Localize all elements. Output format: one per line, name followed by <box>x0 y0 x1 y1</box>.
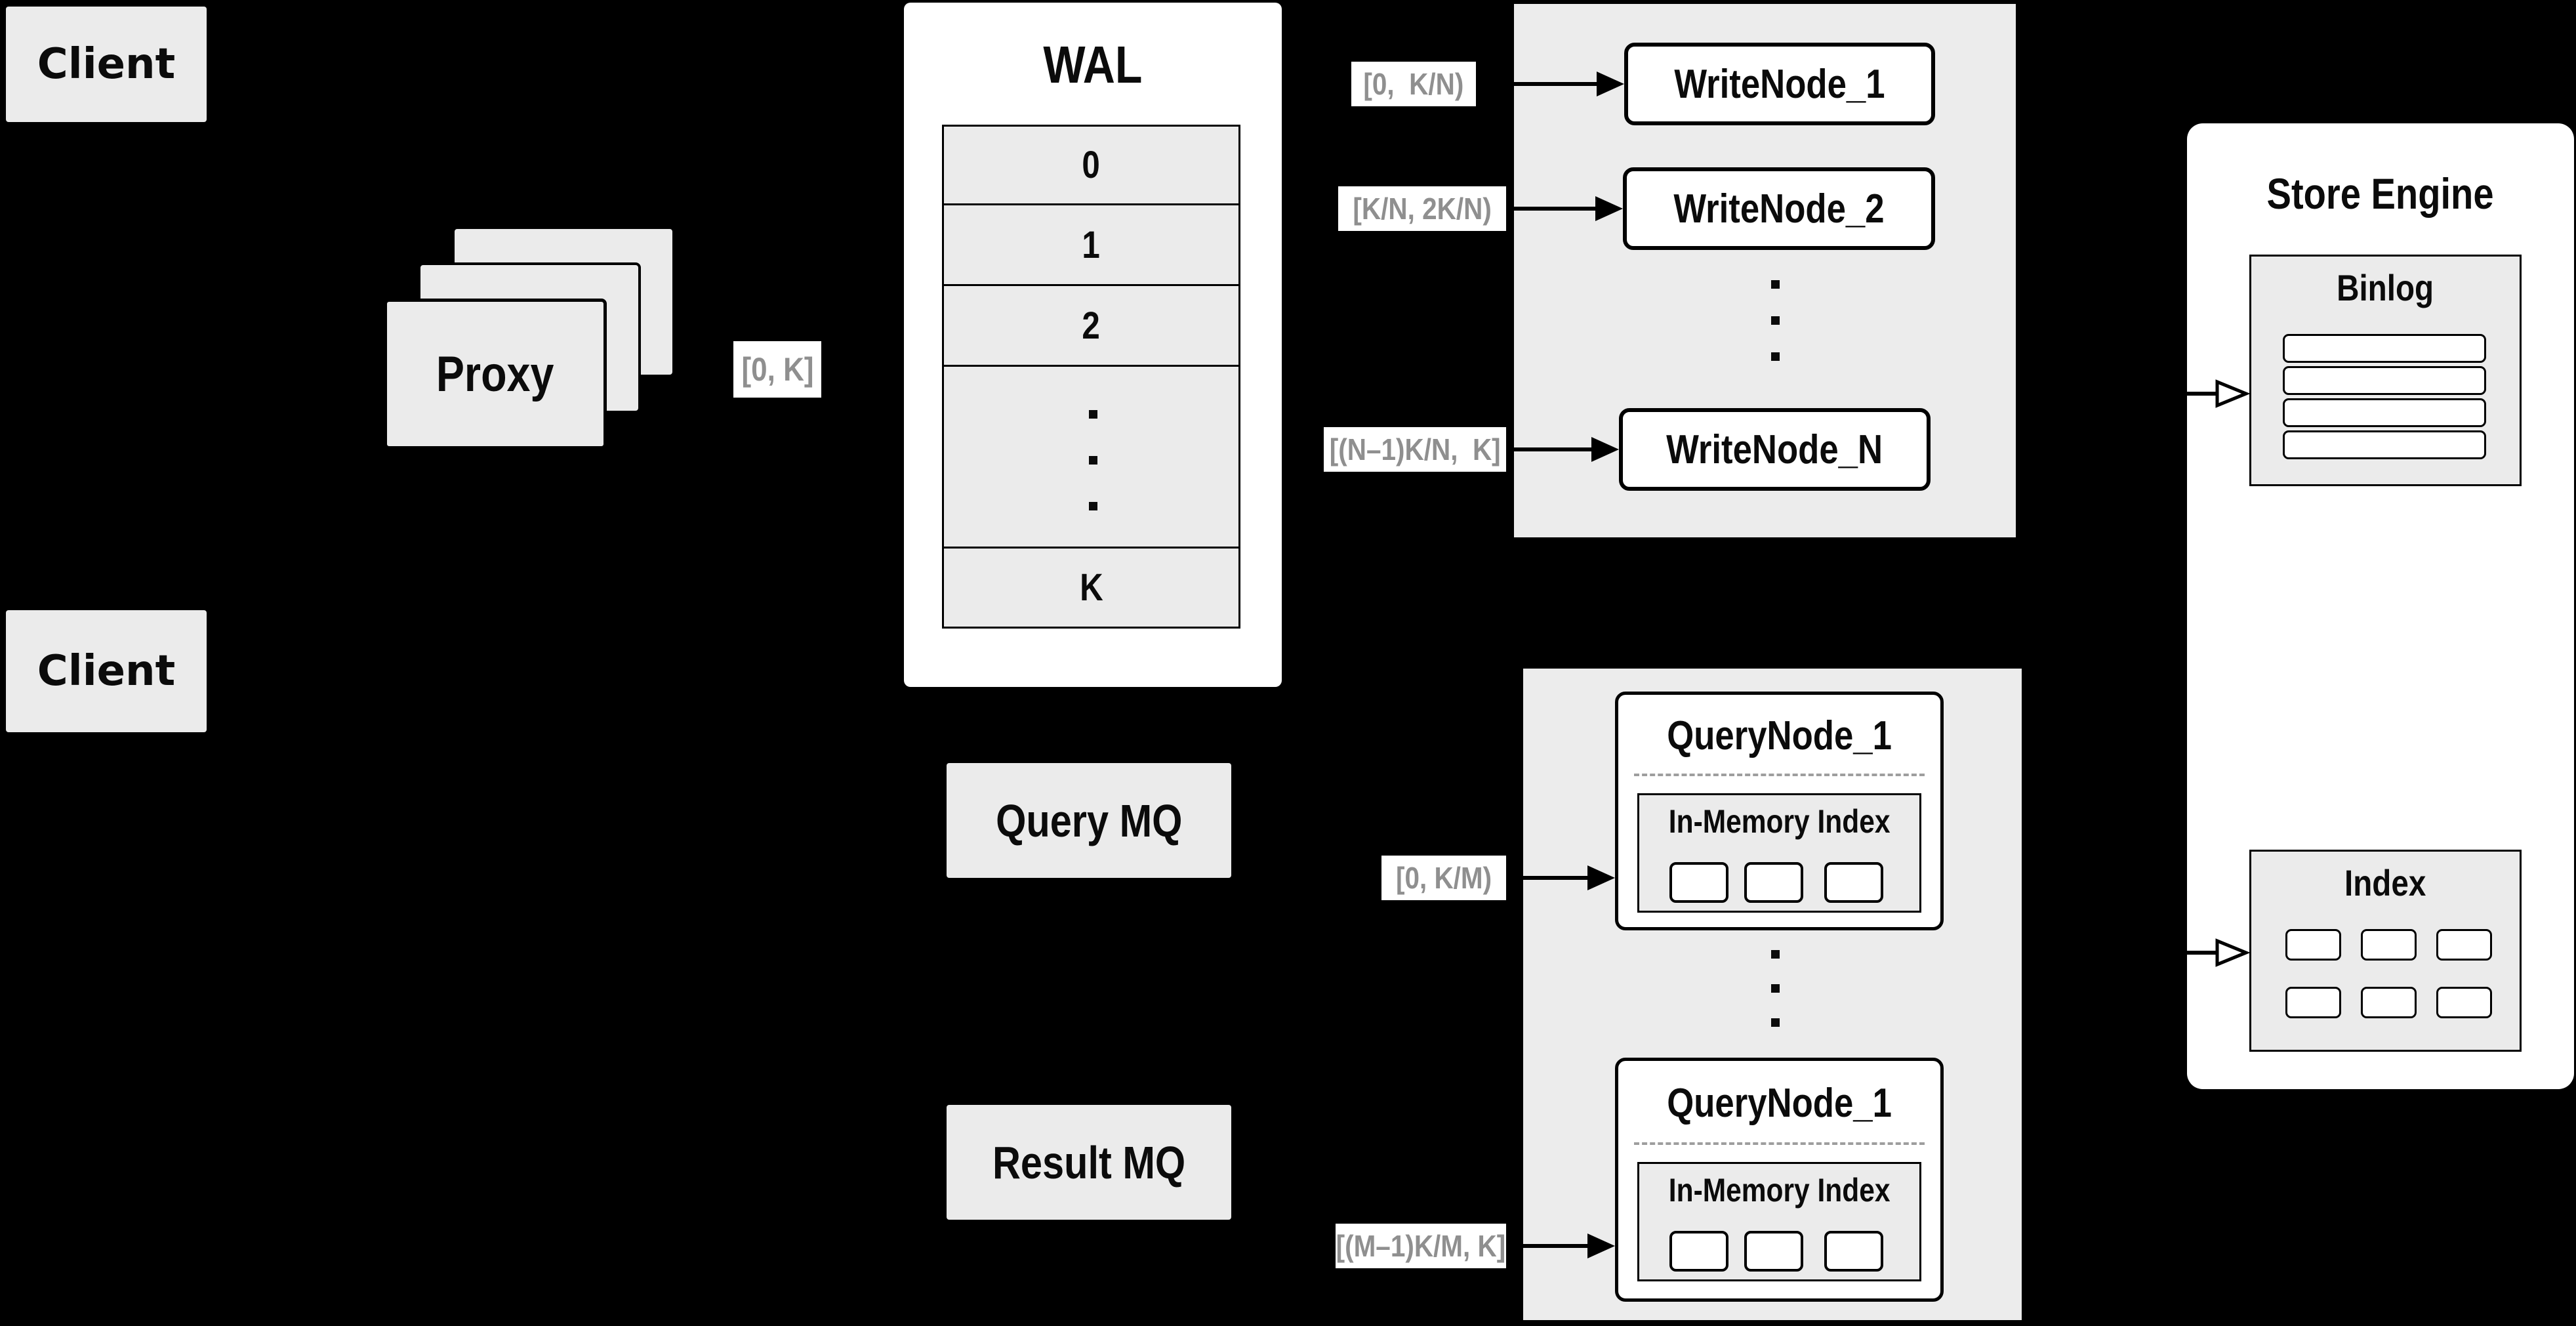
client-box-bottom: Client <box>6 610 207 732</box>
writenodes-ellipsis-dot-3 <box>1771 352 1780 361</box>
arrow-to-querynode-top <box>1513 865 1615 890</box>
segment-cell <box>1824 862 1883 903</box>
querynode-top-title-band: QueryNode_1 <box>1667 713 1892 758</box>
querynode-top-inmemory-index: In-Memory Index <box>1637 793 1921 913</box>
proxy-range-chip: [0, K] <box>733 341 821 398</box>
proxy-label: Proxy <box>436 346 554 402</box>
querynode-bottom-box: QueryNode_1 In-Memory Index <box>1615 1058 1944 1302</box>
result-mq-box: Result MQ <box>947 1105 1231 1220</box>
segment-cell <box>1669 862 1728 903</box>
client-box-top: Client <box>6 7 207 122</box>
inmemory-index-title-band: In-Memory Index <box>1668 1172 1891 1209</box>
binlog-title-band: Binlog <box>2337 266 2434 308</box>
writenode-2-box: WriteNode_2 <box>1623 167 1935 250</box>
wal-row-ellipsis <box>944 365 1238 547</box>
writenodes-ellipsis-dot-1 <box>1771 280 1780 289</box>
querynodes-ellipsis-dot-1 <box>1771 950 1780 959</box>
store-engine-title-band: Store Engine <box>2266 169 2495 218</box>
arrow-to-writenode-n <box>1513 437 1619 462</box>
inmemory-index-title-band: In-Memory Index <box>1668 803 1891 840</box>
wal-row-0: 0 <box>944 127 1238 203</box>
wal-ellipsis-dot-3 <box>1089 502 1097 510</box>
query-mq-box: Query MQ <box>947 763 1231 878</box>
segment-cell <box>1824 1231 1883 1272</box>
index-cell <box>2361 929 2417 961</box>
querynode-top-box: QueryNode_1 In-Memory Index <box>1615 692 1944 930</box>
wal-log-table: 0 1 2 K <box>942 125 1240 629</box>
writenodes-ellipsis-dot-2 <box>1771 316 1780 325</box>
writenode-1-box: WriteNode_1 <box>1624 43 1935 125</box>
binlog-row <box>2283 334 2486 363</box>
binlog-row <box>2283 430 2486 459</box>
index-title-band: Index <box>2344 861 2426 903</box>
writenode-1-range-chip: [0, K/N) <box>1351 62 1476 106</box>
writenode-n-box: WriteNode_N <box>1619 408 1931 491</box>
arrow-to-writenode-2 <box>1513 196 1623 221</box>
store-engine-container: Store Engine Binlog Index <box>2187 123 2574 1089</box>
arrow-to-index <box>2187 938 2251 967</box>
client-top-label: Client <box>37 40 176 89</box>
querynode-m-range-chip: [(M–1)K/M, K] <box>1336 1224 1506 1268</box>
client-bottom-label: Client <box>37 647 176 695</box>
segment-cell <box>1744 862 1803 903</box>
segment-cell <box>1669 1231 1728 1272</box>
writenode-n-range-chip: [(N–1)K/N, K] <box>1324 427 1506 472</box>
index-cell <box>2285 987 2341 1018</box>
querynode-top-divider <box>1634 774 1925 776</box>
wal-title-band: WAL <box>904 29 1282 101</box>
index-box: Index <box>2249 850 2522 1052</box>
arrow-to-querynode-bottom <box>1513 1233 1615 1258</box>
writenode-2-range-chip: [K/N, 2K/N) <box>1338 186 1506 231</box>
wal-row-2: 2 <box>944 284 1238 365</box>
querynodes-ellipsis-dot-2 <box>1771 984 1780 993</box>
segment-cell <box>1744 1231 1803 1272</box>
binlog-box: Binlog <box>2249 255 2522 486</box>
arrow-to-binlog <box>2187 379 2251 408</box>
querynode-bottom-title-band: QueryNode_1 <box>1667 1080 1892 1126</box>
wal-row-1: 1 <box>944 203 1238 284</box>
wal-ellipsis-dot-1 <box>1089 410 1097 419</box>
index-cell <box>2436 987 2492 1018</box>
binlog-row <box>2283 398 2486 427</box>
arrow-to-writenode-1 <box>1513 72 1624 96</box>
wal-container: WAL 0 1 2 K <box>904 3 1282 687</box>
wal-row-k: K <box>944 547 1238 627</box>
querynode-bottom-inmemory-index: In-Memory Index <box>1637 1162 1921 1281</box>
binlog-row <box>2283 366 2486 395</box>
index-cell <box>2285 929 2341 961</box>
wal-title: WAL <box>1043 35 1143 94</box>
index-cell <box>2361 987 2417 1018</box>
wal-ellipsis-dot-2 <box>1089 456 1097 465</box>
proxy-box: Proxy <box>384 299 607 449</box>
querynode-1-range-chip: [0, K/M) <box>1381 856 1506 900</box>
index-cell <box>2436 929 2492 961</box>
querynode-bottom-divider <box>1634 1142 1925 1145</box>
querynodes-ellipsis-dot-3 <box>1771 1018 1780 1027</box>
